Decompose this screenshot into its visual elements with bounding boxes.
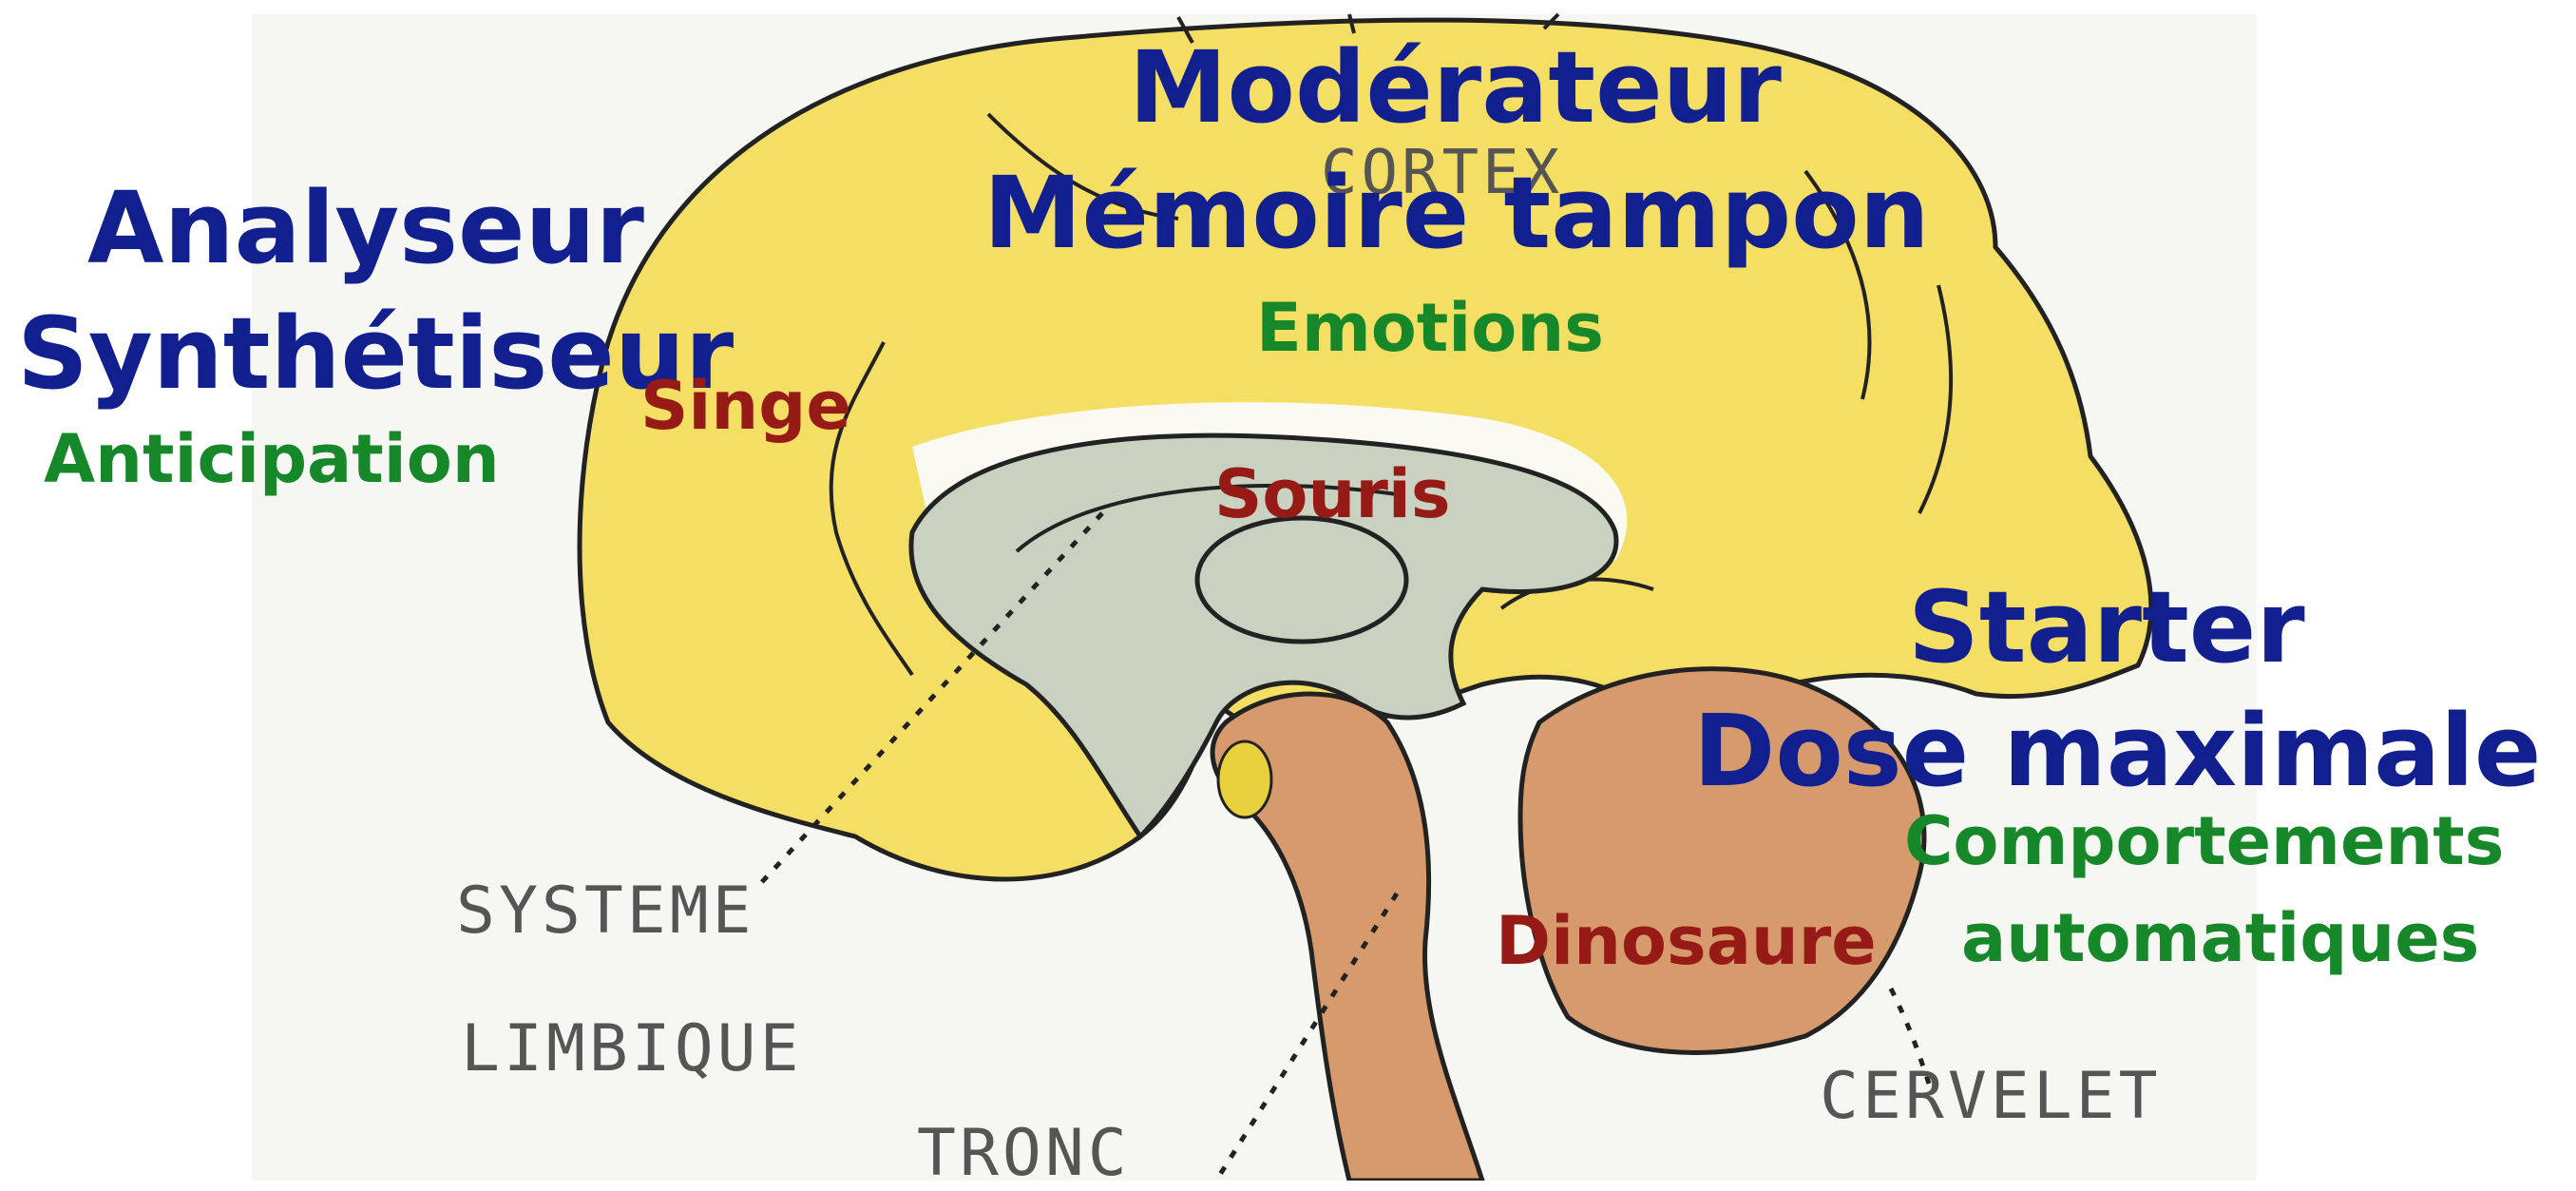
cervelet-handwritten-label: CERVELET	[1820, 1065, 2162, 1129]
dose-maximale-label: Dose maximale	[1693, 701, 2541, 800]
analyseur-label: Analyseur	[87, 179, 644, 278]
starter-label: Starter	[1908, 578, 2305, 677]
moderateur-label: Modérateur	[1129, 38, 1782, 137]
tronc-handwritten-label: TRONC	[917, 1122, 1131, 1186]
singe-label: Singe	[640, 373, 851, 439]
memoire-tampon-label: Mémoire tampon	[983, 163, 1930, 262]
amygdala-spot	[1218, 741, 1271, 817]
dinosaure-label: Dinosaure	[1496, 908, 1877, 974]
comportements-label: Comportements	[1904, 808, 2504, 874]
thalamus-oval	[1197, 518, 1406, 642]
emotions-label: Emotions	[1256, 295, 1604, 361]
synthetiseur-label: Synthétiseur	[17, 304, 734, 403]
limbique-handwritten-label: LIMBIQUE	[461, 1017, 803, 1082]
automatiques-label: automatiques	[1961, 905, 2479, 971]
anticipation-label: Anticipation	[44, 426, 500, 492]
souris-label: Souris	[1214, 461, 1451, 528]
systeme-handwritten-label: SYSTEME	[456, 879, 755, 944]
